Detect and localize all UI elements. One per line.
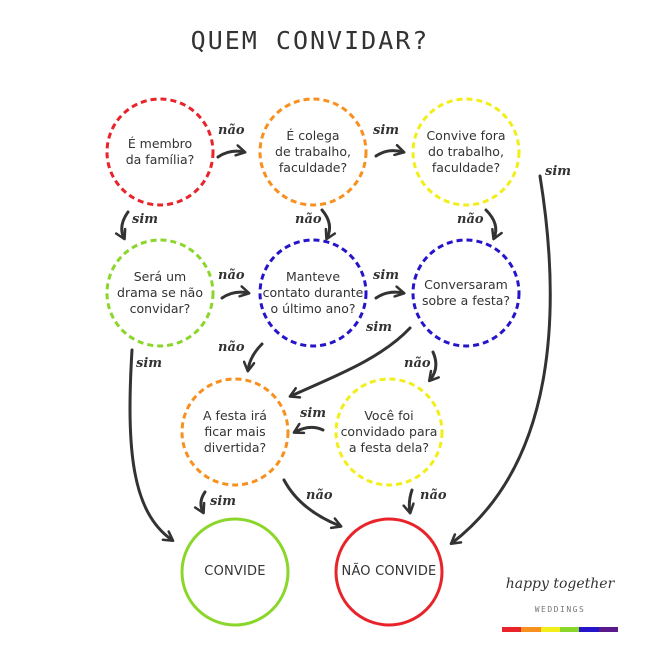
edge-drama-contato xyxy=(220,285,251,300)
node-drama xyxy=(105,238,215,348)
node-colega xyxy=(258,97,368,207)
brand-logo-name: happy together xyxy=(505,576,615,592)
node-familia-label: É membro da família? xyxy=(125,136,195,167)
node-convide xyxy=(180,517,290,627)
page-title: QUEM CONVIDAR? xyxy=(190,26,430,55)
edge-colega-convive xyxy=(374,143,406,158)
edge-label-contato-festa: sim xyxy=(373,268,400,283)
node-convide-label: CONVIDE xyxy=(204,564,266,579)
node-divertida-label: A festa irá ficar mais divertida? xyxy=(203,408,267,455)
node-divertida xyxy=(180,377,290,487)
edge-label-festa-divertida: sim xyxy=(366,320,393,335)
node-colega-label: É colega de trabalho, faculdade? xyxy=(275,128,351,175)
edge-familia-drama xyxy=(114,210,130,241)
edge-label-contato-divertida: não xyxy=(218,340,245,355)
node-drama-label: Será um drama se não convidar? xyxy=(117,269,203,316)
edge-convidado-divertida xyxy=(292,422,325,435)
node-festa-label: Conversaram sobre a festa? xyxy=(421,277,511,308)
node-nao-convide-label: NÃO CONVIDE xyxy=(341,564,437,579)
edge-label-colega-contato: não xyxy=(295,212,322,227)
node-convidado-label: Você foi convidado para a festa dela? xyxy=(340,408,438,455)
rainbow-segment xyxy=(579,627,599,632)
edge-drama-convide xyxy=(128,348,175,542)
edge-divertida-convide xyxy=(193,490,207,515)
brand-rainbow-stripe xyxy=(502,627,618,632)
node-familia xyxy=(105,97,215,207)
edge-label-drama-convide: sim xyxy=(136,356,163,371)
edge-label-convive-festa: não xyxy=(457,212,484,227)
edge-label-convive-nao-convide: sim xyxy=(545,164,572,179)
edge-contato-divertida xyxy=(242,342,264,373)
rainbow-segment xyxy=(559,627,580,632)
node-convidado xyxy=(334,377,444,487)
edge-convive-nao-convide xyxy=(449,174,552,546)
edge-colega-contato xyxy=(320,208,337,241)
node-contato xyxy=(258,238,368,348)
node-contato-label: Manteve contato durante o último ano? xyxy=(262,269,364,316)
brand-logo-subtitle: WEDDINGS xyxy=(534,605,586,614)
edge-contato-festa xyxy=(374,285,406,300)
edge-festa-convidado xyxy=(427,350,440,383)
edge-divertida-nao-convide xyxy=(282,478,343,530)
node-nao-convide xyxy=(334,517,444,627)
edge-festa-divertida xyxy=(288,326,412,399)
rainbow-segment xyxy=(502,627,522,632)
rainbow-segment xyxy=(521,627,541,632)
edge-label-festa-convidado: não xyxy=(404,356,431,371)
rainbow-segment xyxy=(540,627,560,632)
edge-convive-festa xyxy=(484,208,503,241)
edge-label-drama-contato: não xyxy=(218,268,245,283)
edge-label-divertida-convide: sim xyxy=(210,494,237,509)
rainbow-segment xyxy=(598,627,618,632)
node-convive xyxy=(411,97,521,207)
node-festa xyxy=(411,238,521,348)
edge-label-convidado-nao-convide: não xyxy=(420,488,447,503)
edge-convidado-nao-convide xyxy=(402,488,415,515)
edge-label-familia-colega: não xyxy=(218,123,245,138)
edge-label-divertida-nao-convide: não xyxy=(306,488,333,503)
edge-label-convidado-divertida: sim xyxy=(300,406,327,421)
edge-label-colega-convive: sim xyxy=(373,123,400,138)
edge-label-familia-drama: sim xyxy=(132,212,159,227)
edge-familia-colega xyxy=(216,144,247,159)
node-convive-label: Convive fora do trabalho, faculdade? xyxy=(426,128,506,175)
